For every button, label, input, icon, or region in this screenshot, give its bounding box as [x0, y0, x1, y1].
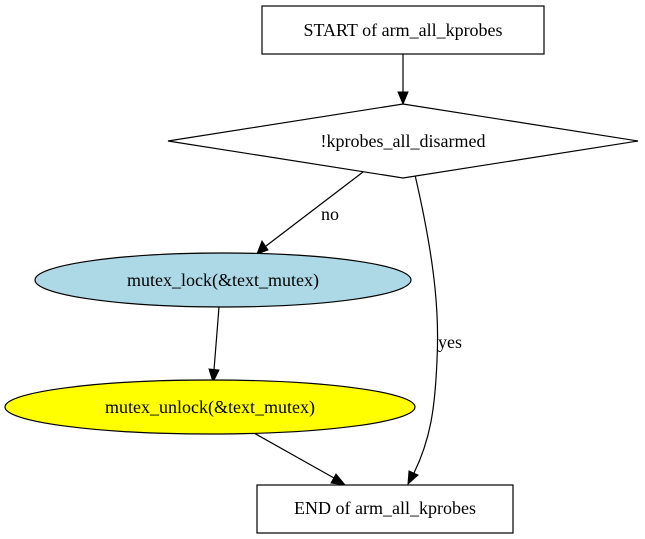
lock-node: mutex_lock(&text_mutex)	[34, 252, 412, 308]
start-node: START of arm_all_kprobes	[261, 5, 545, 55]
start-label: START of arm_all_kprobes	[303, 20, 502, 40]
lock-label: mutex_lock(&text_mutex)	[127, 270, 319, 291]
condition-node: !kprobes_all_disarmed	[167, 103, 639, 179]
end-box	[256, 484, 514, 534]
edge-condition-to-lock: no	[256, 171, 364, 255]
unlock-ellipse	[4, 379, 416, 435]
start-box	[261, 5, 545, 55]
lock-ellipse	[34, 252, 412, 308]
unlock-node: mutex_unlock(&text_mutex)	[4, 379, 416, 435]
edge-condition-to-end: yes	[407, 174, 462, 486]
edge-unlock-to-end	[253, 432, 347, 486]
end-node: END of arm_all_kprobes	[256, 484, 514, 534]
unlock-label: mutex_unlock(&text_mutex)	[105, 397, 315, 418]
edge-label-yes: yes	[438, 332, 462, 352]
edge-lock-to-unlock	[208, 306, 220, 384]
condition-label: !kprobes_all_disarmed	[321, 131, 486, 151]
end-label: END of arm_all_kprobes	[294, 498, 476, 518]
edge-start-to-condition	[397, 54, 409, 106]
condition-diamond	[167, 103, 639, 179]
edge-label-no: no	[321, 204, 339, 224]
